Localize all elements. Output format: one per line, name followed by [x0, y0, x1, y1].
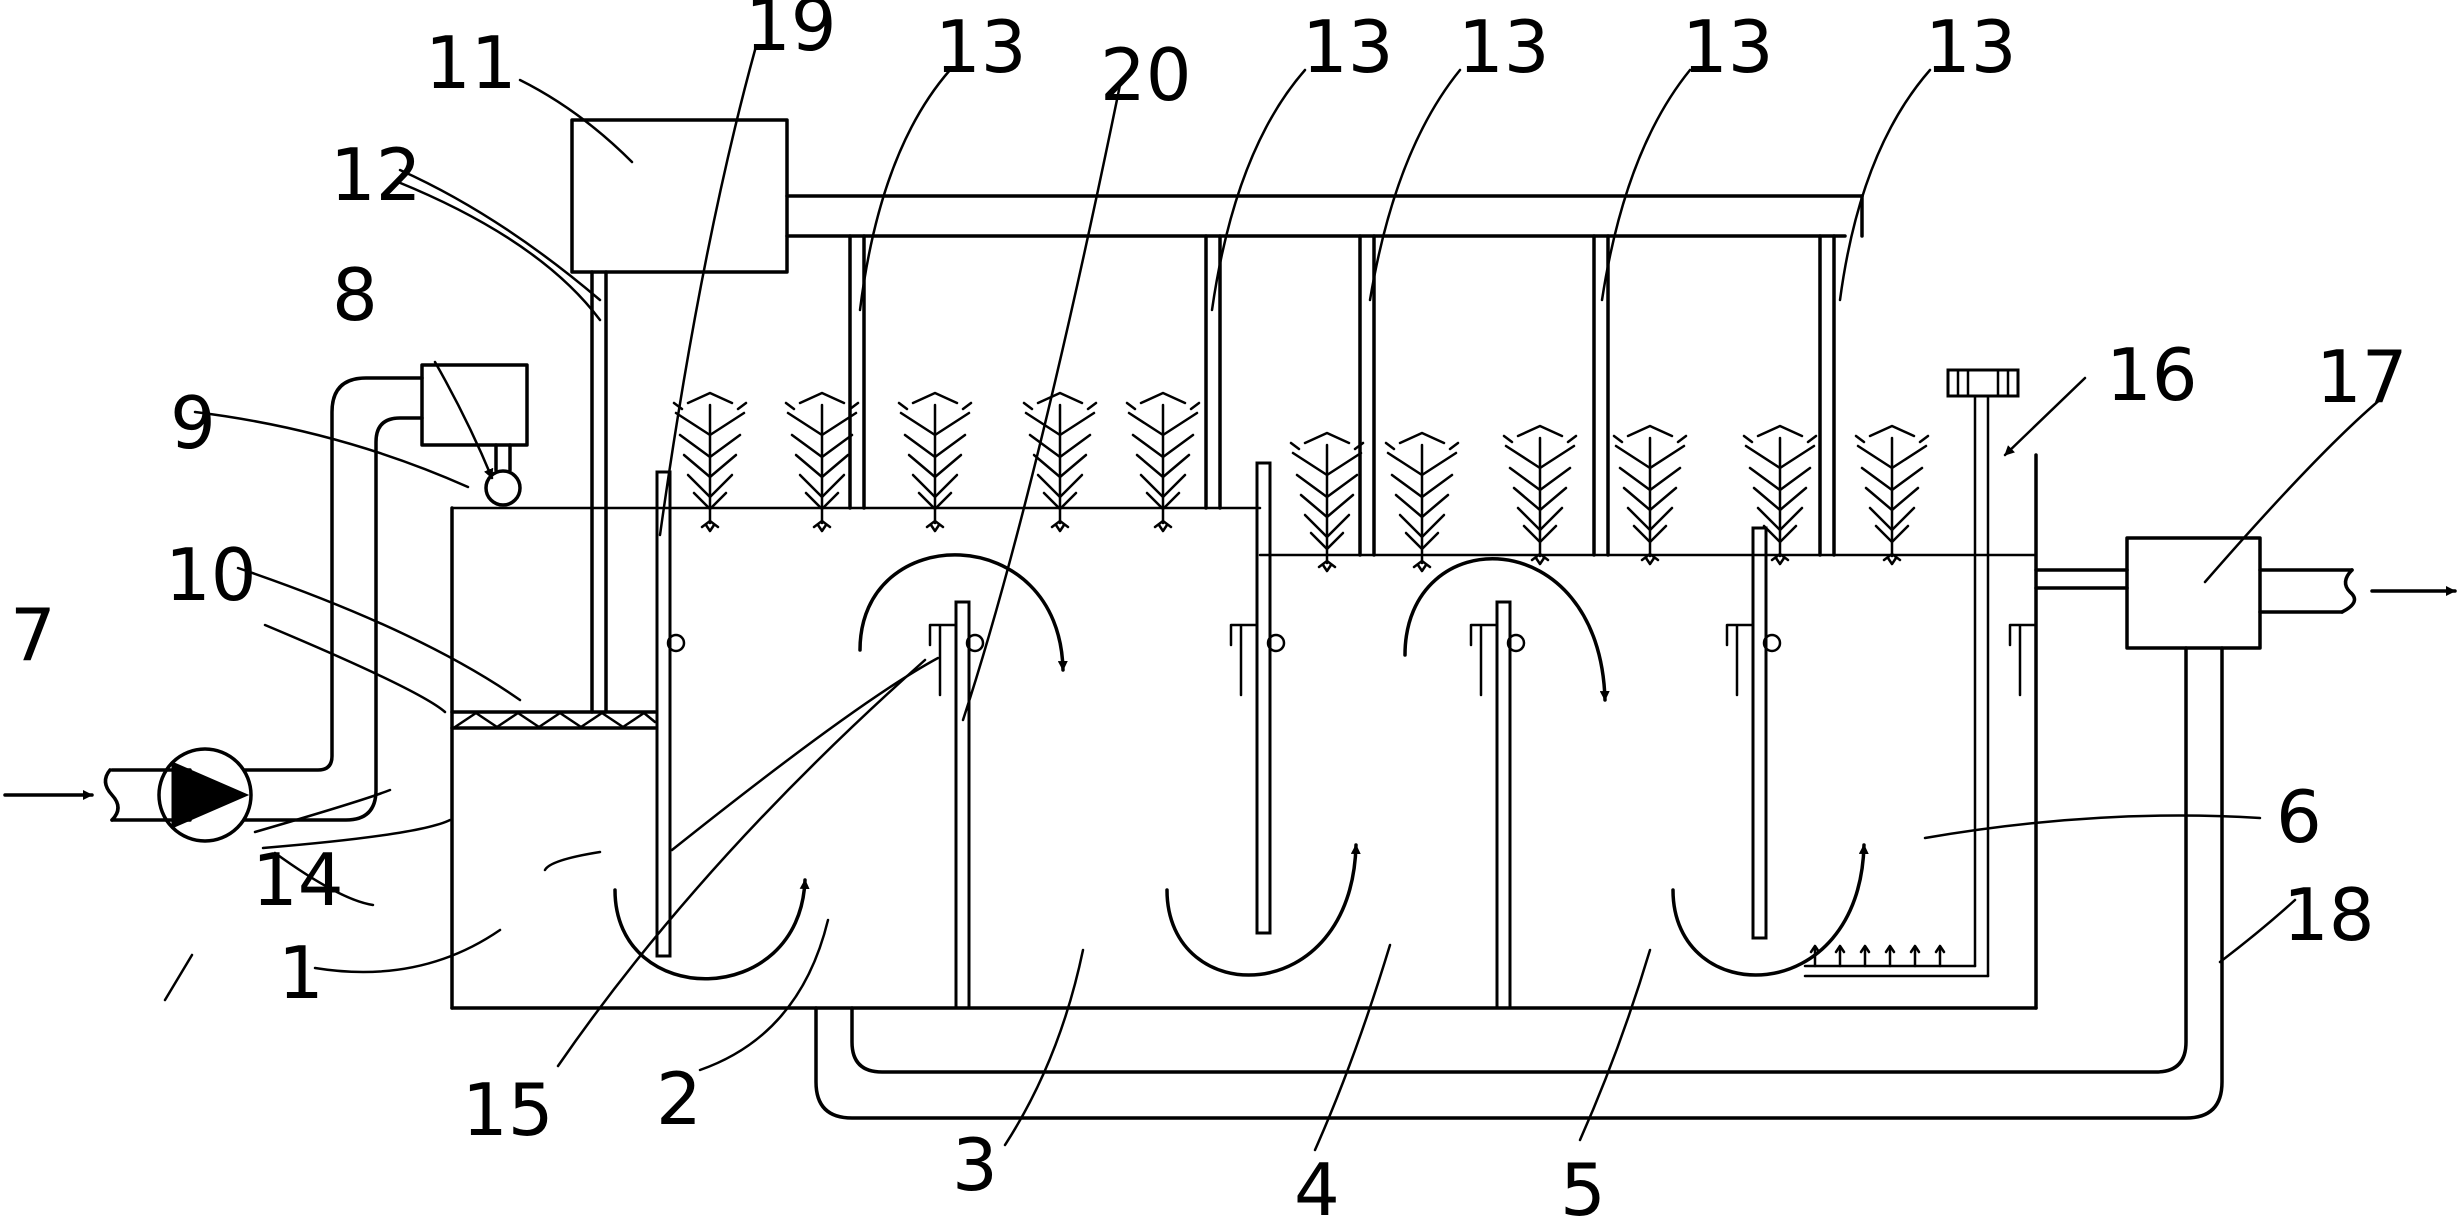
label-5: 5: [1560, 1148, 1606, 1226]
control-box: [570, 118, 789, 274]
label-2: 2: [656, 1057, 702, 1141]
label-19: 19: [745, 0, 837, 67]
label-4: 4: [1294, 1148, 1340, 1226]
label-13-d: 13: [1682, 5, 1774, 89]
label-12: 12: [330, 133, 422, 217]
label-17: 17: [2316, 335, 2408, 419]
aeration-system: [1803, 368, 2020, 978]
label-13-c: 13: [1458, 5, 1550, 89]
main-tank: [450, 453, 2038, 1010]
label-9: 9: [170, 381, 216, 465]
pump: [157, 747, 253, 843]
dosing-unit: [420, 363, 529, 507]
vertical-pipe: [590, 270, 608, 714]
leader-lines: [163, 48, 2384, 1152]
label-13-a: 13: [935, 5, 1027, 89]
aquatic-plants: [672, 391, 1930, 573]
label-20: 20: [1100, 33, 1192, 117]
label-16: 16: [2106, 333, 2198, 417]
label-1: 1: [278, 931, 324, 1015]
label-10: 10: [165, 533, 257, 617]
label-7: 7: [10, 593, 56, 677]
overflow-hooks: [666, 623, 2038, 697]
label-13-e: 13: [1925, 5, 2017, 89]
label-3: 3: [952, 1123, 998, 1207]
label-11: 11: [425, 21, 517, 105]
baffles: [655, 461, 1768, 1010]
label-8: 8: [332, 253, 378, 337]
number-labels: 1 2 3 4 5 6 7 8 9 10 11 12 13 13 13 13 1…: [10, 0, 2408, 1226]
outlet-device: [2034, 536, 2457, 650]
label-6: 6: [2276, 775, 2322, 859]
label-14: 14: [252, 838, 344, 922]
return-pipe: [814, 646, 2224, 1120]
label-13-b: 13: [1302, 5, 1394, 89]
label-15: 15: [462, 1068, 554, 1152]
inlet-piping: [103, 376, 424, 822]
flow-arrows: [613, 553, 1869, 981]
label-18: 18: [2283, 873, 2375, 957]
spray-pipes: [785, 194, 1864, 557]
filter-layer: [450, 710, 657, 730]
